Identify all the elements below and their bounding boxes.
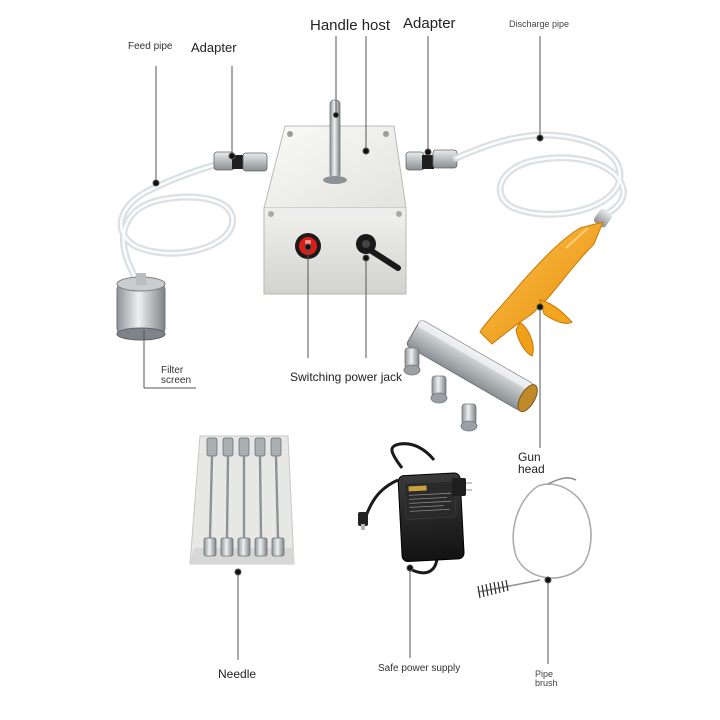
label-pipe-brush-line2: brush (535, 678, 558, 688)
gun-nozzles (403, 347, 478, 432)
label-pipe-brush-line1: Pipe (535, 669, 554, 679)
gun (403, 208, 613, 432)
label-adapter-right: Adapter (403, 15, 456, 32)
label-switching-power-jack: Switching power jack (290, 370, 403, 384)
needle-tray (189, 435, 295, 565)
needle-item (254, 437, 268, 557)
needle-item (270, 437, 285, 557)
label-safe-power-supply: Safe power supply (378, 663, 461, 674)
feed-tube (117, 158, 237, 304)
label-adapter-left: Adapter (191, 40, 237, 55)
label-filter-screen-line1: Filter (161, 365, 184, 376)
leader-lines (143, 36, 552, 664)
right-adapter (405, 149, 458, 171)
label-gun-head-line1: Gun (518, 450, 541, 464)
label-filter-screen-line2: screen (161, 375, 192, 386)
label-gun-head-line2: head (518, 462, 545, 476)
label-discharge-pipe: Discharge pipe (509, 19, 570, 29)
main-box (263, 99, 407, 295)
discharge-tube (452, 131, 627, 220)
label-feed-pipe: Feed pipe (128, 41, 173, 52)
label-needle: Needle (218, 667, 257, 681)
needle-item (203, 437, 218, 557)
filter-screen (116, 273, 166, 341)
needle-item (237, 437, 251, 557)
label-handle-host: Handle host (310, 17, 391, 34)
pipe-brush (477, 477, 592, 599)
left-adapter (213, 151, 268, 172)
label-gun-head: Gun head (518, 451, 545, 475)
power-supply (358, 442, 472, 575)
label-filter-screen: Filter screen (161, 366, 191, 386)
label-pipe-brush: Pipe brush (535, 670, 558, 688)
needle-item (220, 437, 234, 557)
needle-set (203, 437, 285, 557)
